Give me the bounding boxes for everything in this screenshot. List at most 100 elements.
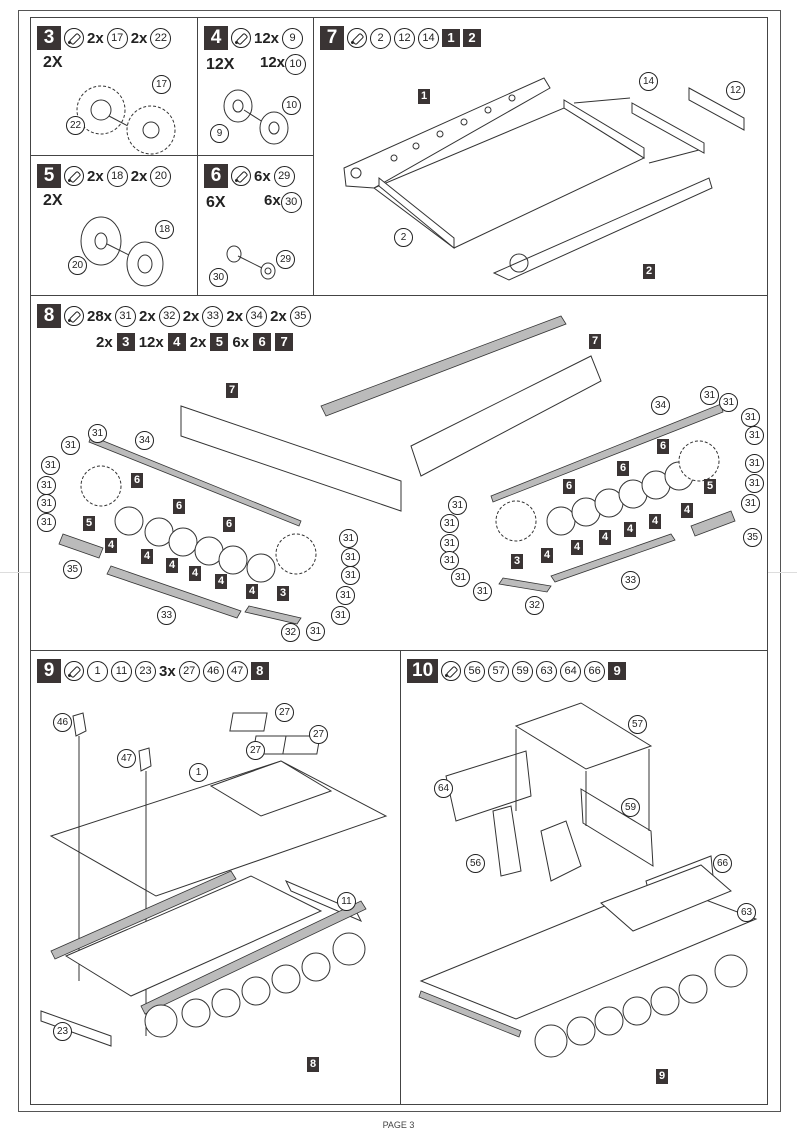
callout-part: 31 — [440, 514, 459, 533]
callout-part: 34 — [135, 431, 154, 450]
part-qty: 3x — [159, 662, 176, 680]
assembly-tag: 3 — [277, 586, 290, 601]
callout-part: 32 — [525, 596, 544, 615]
callout-part: 31 — [336, 586, 355, 605]
ref-qty: 2x — [189, 333, 207, 351]
part-qty: 2x — [87, 167, 104, 185]
part-number: 33 — [202, 305, 224, 327]
step-reference: 7 — [275, 333, 294, 351]
part-qty: 2x — [270, 307, 287, 325]
part-number: 63 — [536, 660, 558, 682]
callout-part: 30 — [209, 268, 228, 287]
callout-part: 32 — [281, 623, 300, 642]
assembly-tag: 6 — [617, 461, 630, 476]
part-number: 1 — [87, 660, 108, 682]
page-number: PAGE 3 — [382, 1120, 415, 1130]
callout-part: 10 — [282, 96, 301, 115]
step-number: 6 — [204, 164, 228, 188]
part-qty: 2x — [226, 307, 244, 325]
callout-part: 31 — [331, 606, 350, 625]
part-number: 56 — [464, 660, 486, 682]
callout-part: 35 — [63, 560, 82, 579]
assembly-tag: 6 — [563, 479, 576, 494]
callout-part: 29 — [276, 250, 295, 269]
upper-hull-drawing — [40, 712, 388, 1047]
part-number: 20 — [150, 165, 172, 187]
part-number: 31 — [115, 305, 137, 327]
callout-part: 31 — [88, 424, 107, 443]
part-qty: 6x — [264, 192, 281, 209]
assembly-tag: 6 — [223, 517, 236, 532]
assembly-tag: 2 — [643, 264, 656, 279]
assembly-tag: 1 — [418, 89, 431, 104]
part-number: 22 — [150, 27, 172, 49]
part-number: 47 — [226, 660, 248, 682]
return-roller-drawing — [226, 245, 276, 280]
callout-part: 9 — [210, 124, 229, 143]
callout-part: 31 — [745, 426, 764, 445]
assembly-tag: 7 — [226, 383, 239, 398]
step-number: 9 — [37, 659, 61, 683]
callout-part: 46 — [53, 713, 72, 732]
callout-part: 64 — [434, 779, 453, 798]
callout-part: 20 — [68, 256, 87, 275]
callout-part: 56 — [466, 854, 485, 873]
part-qty: 2x — [182, 307, 200, 325]
step-reference: 9 — [608, 662, 627, 680]
part-qty: 12x — [260, 54, 286, 71]
assembly-tag: 4 — [571, 540, 584, 555]
glue-icon — [64, 306, 84, 326]
step-7-header: 7 2 12 14 1 2 — [320, 26, 481, 50]
step-multiplier: 2X — [43, 54, 63, 71]
part-qty: 2x — [130, 167, 148, 185]
glue-icon — [64, 28, 84, 48]
part-number: 11 — [111, 660, 132, 682]
glue-icon — [64, 661, 84, 681]
callout-part: 31 — [37, 494, 56, 513]
callout-part: 31 — [440, 551, 459, 570]
part-number: 64 — [560, 660, 582, 682]
callout-part: 66 — [713, 854, 732, 873]
assembly-tag: 6 — [657, 439, 670, 454]
callout-part: 31 — [451, 568, 470, 587]
part-number: 35 — [289, 305, 311, 327]
step-number: 7 — [320, 26, 344, 50]
assembly-tag: 4 — [105, 538, 118, 553]
callout-part: 34 — [651, 396, 670, 415]
part-number: 14 — [418, 27, 439, 49]
assembly-tag: 4 — [649, 514, 662, 529]
ref-qty: 6x — [232, 333, 250, 351]
ref-qty: 2x — [96, 333, 113, 351]
step-10-header: 10 56 57 59 63 64 66 9 — [407, 659, 627, 683]
assembly-tag: 4 — [599, 530, 612, 545]
step-reference: 1 — [442, 29, 460, 47]
assembly-tag: 8 — [307, 1057, 320, 1072]
callout-part: 31 — [341, 548, 360, 567]
part-number: 18 — [106, 165, 128, 187]
callout-part: 31 — [341, 566, 360, 585]
part-number: 29 — [273, 165, 295, 187]
sprocket-drawing — [76, 85, 176, 155]
callout-part: 1 — [189, 763, 208, 782]
glue-icon — [347, 28, 367, 48]
assembly-tag: 4 — [681, 503, 694, 518]
part-qty: 12x — [254, 29, 280, 47]
callout-part: 18 — [155, 220, 174, 239]
assembly-tag: 4 — [166, 558, 179, 573]
road-wheel — [114, 506, 276, 583]
part-number: 9 — [282, 27, 304, 49]
callout-part: 31 — [745, 474, 764, 493]
callout-part: 31 — [41, 456, 60, 475]
callout-part: 31 — [745, 454, 764, 473]
callout-part: 31 — [741, 408, 760, 427]
page-frame — [18, 10, 781, 1112]
part-qty: 2x — [139, 307, 156, 325]
callout-part: 2 — [394, 228, 413, 247]
